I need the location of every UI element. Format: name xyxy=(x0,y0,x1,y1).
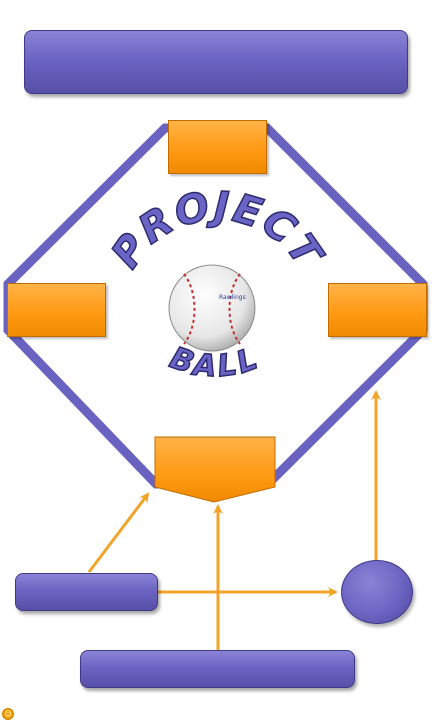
svg-text:PROJECT: PROJECT xyxy=(103,183,332,277)
home-plate xyxy=(154,436,276,503)
baseball-icon: Rawlings xyxy=(168,264,256,352)
first-base-box xyxy=(328,283,427,337)
third-base-box xyxy=(7,283,106,337)
ball-brand-text: Rawlings xyxy=(219,294,246,301)
arrow-left-to-home xyxy=(87,492,150,573)
second-base-box xyxy=(168,120,267,174)
left-bar xyxy=(15,573,158,611)
bottom-bar xyxy=(80,650,355,688)
smiley-icon: ☺ xyxy=(2,708,14,720)
header-bar xyxy=(24,30,408,94)
logo-top-text: PROJECT xyxy=(102,183,330,278)
circle-node xyxy=(341,560,413,624)
